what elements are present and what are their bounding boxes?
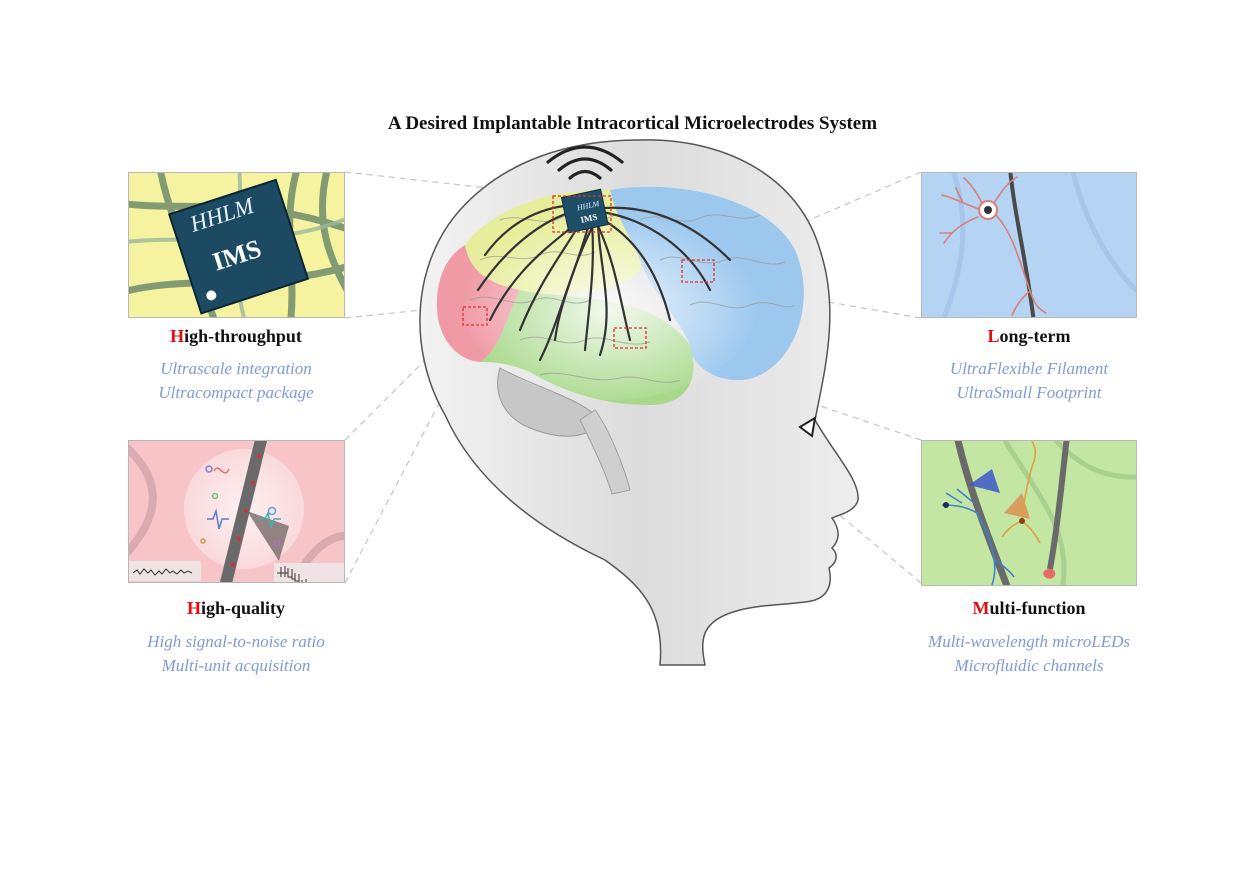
heading-rest: igh-quality <box>200 598 286 618</box>
brainstem <box>579 409 631 495</box>
subtitle-line: Multi-unit acquisition <box>161 656 311 675</box>
subtitle-line: UltraSmall Footprint <box>956 383 1102 402</box>
subtitle-high-throughput: Ultrascale integration Ultracompact pack… <box>86 357 386 405</box>
panel-multi-function <box>921 440 1137 586</box>
neuron-filament-illustration <box>939 173 1136 317</box>
subtitle-line: High signal-to-noise ratio <box>147 632 325 651</box>
subtitle-line: Microfluidic channels <box>954 656 1104 675</box>
eye-icon <box>798 416 817 438</box>
subtitle-line: UltraFlexible Filament <box>949 359 1109 378</box>
heading-rest: ong-term <box>999 326 1071 346</box>
heading-initial: H <box>186 598 201 618</box>
heading-high-quality: High-quality <box>106 598 366 619</box>
heading-rest: igh-throughput <box>184 326 302 346</box>
signal-recording-illustration <box>129 441 344 582</box>
chip-closeup-illustration <box>129 173 344 317</box>
heading-initial: H <box>170 326 185 346</box>
subtitle-high-quality: High signal-to-noise ratio Multi-unit ac… <box>86 630 386 678</box>
heading-multi-function: Multi-function <box>899 598 1159 619</box>
wireless-signal-icon <box>546 145 624 180</box>
heading-high-throughput: High-throughput <box>106 326 366 347</box>
chip-label-line2: IMS <box>580 212 599 225</box>
panel-high-throughput: HHLM IMS <box>128 172 345 318</box>
heading-initial: L <box>987 326 1000 346</box>
subtitle-multi-function: Multi-wavelength microLEDs Microfluidic … <box>879 630 1179 678</box>
implant-chip <box>560 188 609 234</box>
diagram-title: A Desired Implantable Intracortical Micr… <box>387 113 878 134</box>
heading-initial: M <box>972 598 990 618</box>
subtitle-long-term: UltraFlexible Filament UltraSmall Footpr… <box>879 357 1179 405</box>
panel-high-quality <box>128 440 345 583</box>
subtitle-line: Multi-wavelength microLEDs <box>928 632 1130 651</box>
panel-long-term <box>921 172 1137 318</box>
heading-rest: ulti-function <box>989 598 1086 618</box>
heading-long-term: Long-term <box>899 326 1159 347</box>
subtitle-line: Ultrascale integration <box>160 359 312 378</box>
subtitle-line: Ultracompact package <box>158 383 314 402</box>
optogenetic-microfluidic-illustration <box>941 441 1136 585</box>
highlight-boxes <box>462 195 715 349</box>
